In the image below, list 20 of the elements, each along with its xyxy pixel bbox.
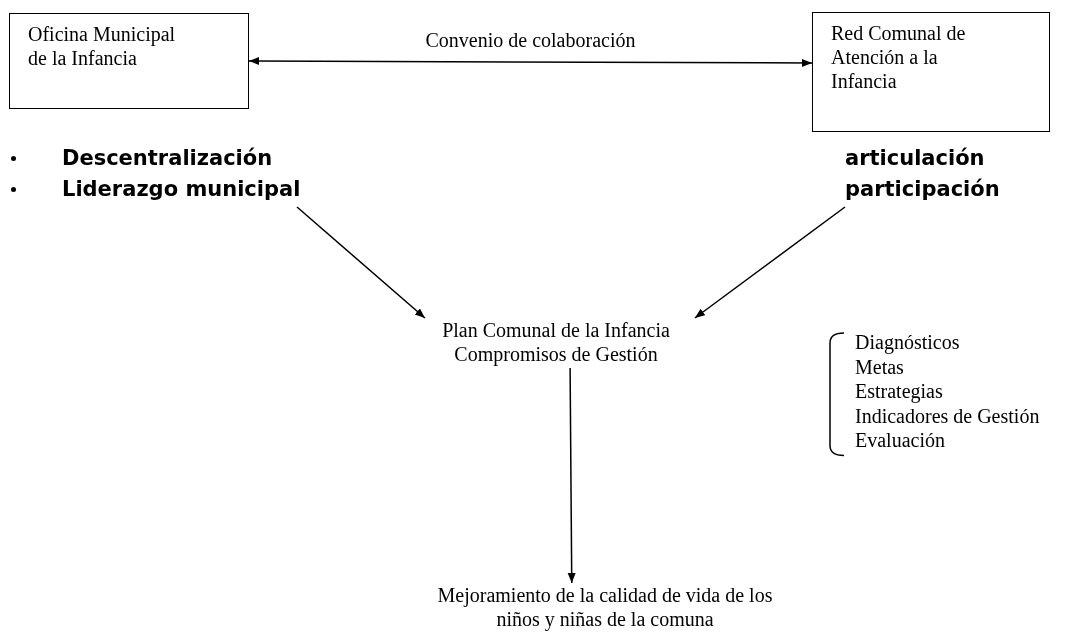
box-text: Red Comunal de Atención a la Infancia (831, 21, 967, 93)
list-item: Estrategias (855, 379, 943, 403)
box-text: Oficina Municipal de la Infancia (28, 22, 177, 70)
arrow (296, 206, 426, 319)
list-item: Indicadores de Gestión (855, 403, 1040, 428)
list-item: Diagnósticos (855, 330, 960, 354)
arrow (567, 367, 576, 584)
node-text: Plan Comunal de la Infancia (441, 318, 671, 342)
node-text: participación (845, 176, 1001, 203)
node-text: Compromisos de Gestión (453, 342, 659, 366)
process-box (812, 12, 1050, 132)
node-text: Mejoramiento de la calidad de vida de los niños y niñas de la comuna (436, 583, 774, 631)
node-text: articulación (845, 145, 986, 172)
bullet-text: Liderazgo municipal (62, 177, 301, 201)
list-item: Evaluación (855, 428, 945, 452)
process-box (9, 13, 249, 109)
arrow (248, 57, 813, 67)
list-item: Metas (855, 354, 904, 379)
bullet-text: Descentralización (62, 146, 273, 170)
arrow (694, 206, 846, 319)
